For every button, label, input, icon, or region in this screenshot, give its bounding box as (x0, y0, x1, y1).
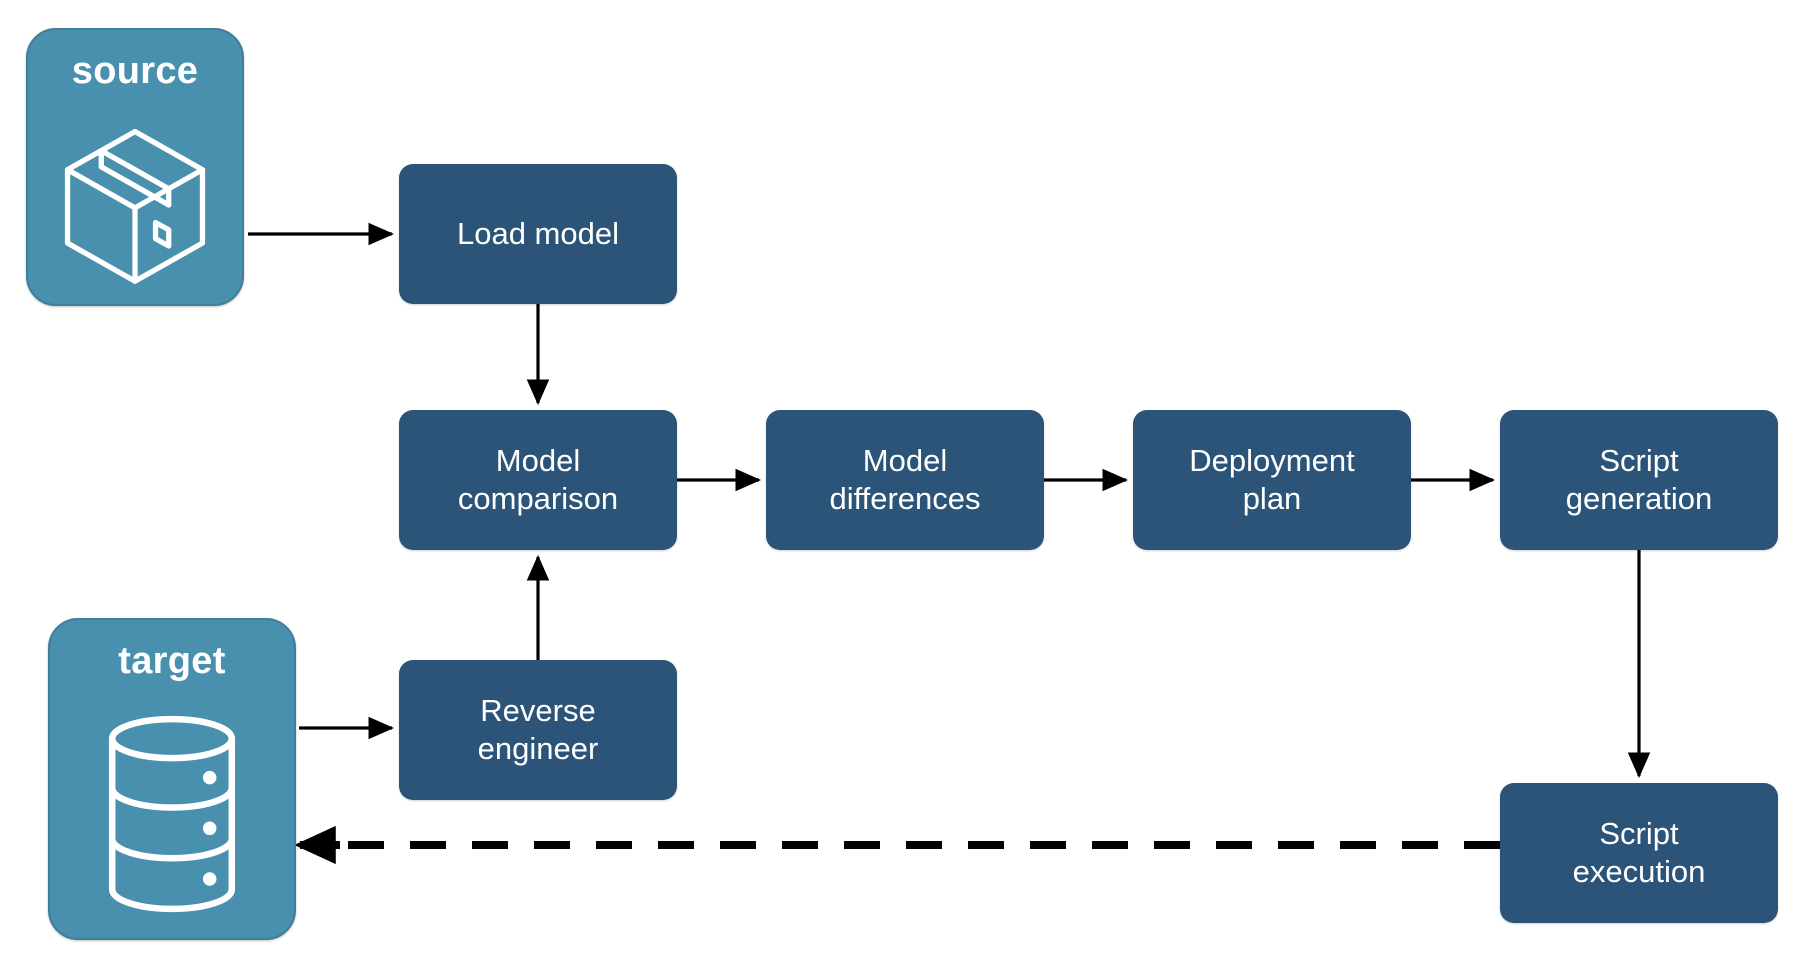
process-node-model-comparison[interactable]: Model comparison (399, 410, 677, 550)
process-label-model-comparison: Model comparison (457, 443, 619, 516)
process-node-script-generation[interactable]: Script generation (1500, 410, 1778, 550)
process-node-model-differences[interactable]: Model differences (766, 410, 1044, 550)
process-label-script-execution: Script execution (1572, 816, 1706, 889)
process-label-load-model: Load model (456, 216, 619, 252)
database-cylinder-icon (50, 690, 294, 938)
package-box-icon (28, 100, 242, 304)
process-label-deployment-plan: Deployment plan (1189, 443, 1355, 516)
process-node-reverse-engineer[interactable]: Reverse engineer (399, 660, 677, 800)
process-label-model-differences: Model differences (829, 443, 981, 516)
process-label-script-generation: Script generation (1565, 443, 1713, 516)
process-label-reverse-engineer: Reverse engineer (477, 693, 599, 766)
endpoint-node-source[interactable]: source (26, 28, 244, 306)
process-node-script-execution[interactable]: Script execution (1500, 783, 1778, 923)
endpoint-node-target[interactable]: target (48, 618, 296, 940)
process-node-load-model[interactable]: Load model (399, 164, 677, 304)
endpoint-title-source: source (71, 50, 199, 92)
endpoint-title-target: target (118, 640, 226, 682)
process-node-deployment-plan[interactable]: Deployment plan (1133, 410, 1411, 550)
